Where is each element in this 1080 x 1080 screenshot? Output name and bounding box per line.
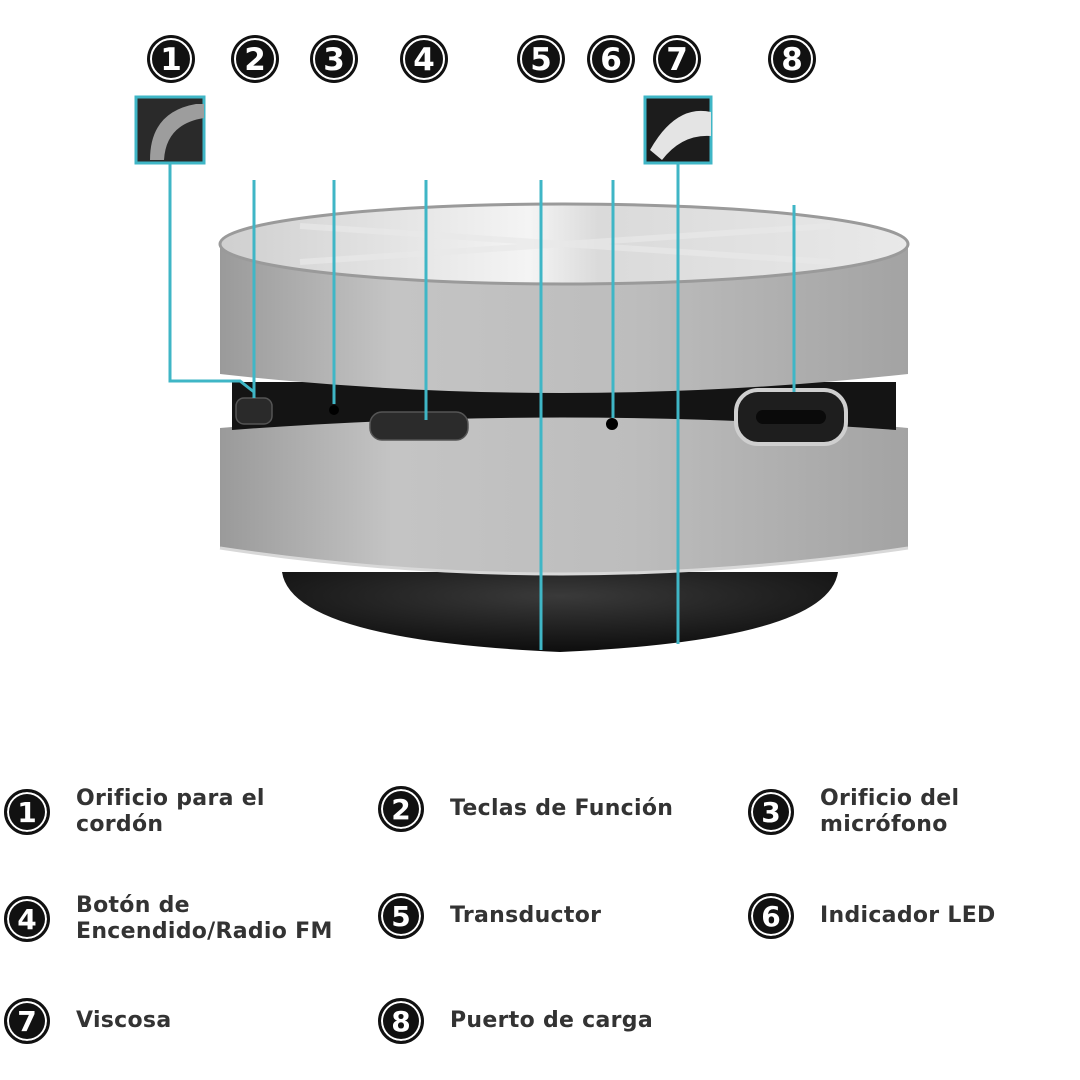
lower-band-edge <box>219 546 909 576</box>
legend-label-line: Orificio del <box>820 786 960 811</box>
callout-badges: 1 2 3 4 5 6 7 8 <box>147 35 816 83</box>
legend-item-6: 6 Indicador LED <box>748 893 996 939</box>
callout-number: 2 <box>244 42 266 78</box>
callout-number: 8 <box>781 42 803 78</box>
legend-label-line: Encendido/Radio FM <box>76 919 333 944</box>
cord-hole <box>235 397 273 425</box>
legend-label: Transductor <box>450 903 601 929</box>
power-button <box>369 411 469 441</box>
legend-number-badge: 3 <box>748 789 794 835</box>
legend-label-line: cordón <box>76 812 164 837</box>
usb-c-slot <box>756 410 826 424</box>
callout-badge-1: 1 <box>147 35 195 83</box>
legend-label-line: Viscosa <box>76 1008 172 1033</box>
legend-number-badge: 5 <box>378 893 424 939</box>
legend-number-badge: 6 <box>748 893 794 939</box>
legend-label-line: Teclas de Función <box>450 796 674 821</box>
legend-label: Viscosa <box>76 1008 171 1034</box>
callout-number: 3 <box>323 42 345 78</box>
callout-badge-6: 6 <box>587 35 635 83</box>
callout-badge-3: 3 <box>310 35 358 83</box>
callout-badge-8: 8 <box>768 35 816 83</box>
legend-item-5: 5 Transductor <box>378 893 601 939</box>
led-hole <box>606 418 618 430</box>
legend-label-line: Transductor <box>450 903 602 928</box>
speaker-diagram: 1 2 3 4 5 6 7 8 <box>134 35 910 652</box>
legend-item-8: 8 Puerto de carga <box>378 998 653 1044</box>
legend-item-2: 2 Teclas de Función <box>378 786 673 832</box>
speaker-lower-band <box>220 413 908 574</box>
speaker-upper-band <box>220 248 908 393</box>
callout-number: 4 <box>413 42 435 78</box>
legend-label-line: Botón de <box>76 893 190 918</box>
callout-number: 6 <box>600 42 622 78</box>
legend-label: Puerto de carga <box>450 1008 653 1034</box>
leader-line-1 <box>168 163 255 394</box>
legend-item-7: 7 Viscosa <box>4 998 171 1044</box>
callout-badge-4: 4 <box>400 35 448 83</box>
legend-number-badge: 4 <box>4 896 50 942</box>
legend-label-line: Orificio para el <box>76 786 265 811</box>
legend-label: Teclas de Función <box>450 796 673 822</box>
speaker-base <box>282 572 838 652</box>
callout-number: 5 <box>530 42 552 78</box>
legend-number-badge: 7 <box>4 998 50 1044</box>
legend-label-line: Indicador LED <box>820 903 996 928</box>
legend-label: Indicador LED <box>820 903 996 929</box>
callout-badge-7: 7 <box>653 35 701 83</box>
legend-number-badge: 8 <box>378 998 424 1044</box>
callout-badge-5: 5 <box>517 35 565 83</box>
callout-badge-2: 2 <box>231 35 279 83</box>
legend-number-badge: 2 <box>378 786 424 832</box>
cord-hole-inset-detail <box>150 104 204 160</box>
mic-hole <box>329 405 339 415</box>
callout-number: 1 <box>160 42 182 78</box>
legend-label-line: Puerto de carga <box>450 1008 654 1033</box>
legend-number-badge: 1 <box>4 789 50 835</box>
top-face-cross <box>299 223 831 265</box>
leader-lines <box>168 163 796 650</box>
legend-label-line: micrófono <box>820 812 948 837</box>
viscose-inset-detail <box>650 110 711 160</box>
callout-number: 7 <box>666 42 688 78</box>
